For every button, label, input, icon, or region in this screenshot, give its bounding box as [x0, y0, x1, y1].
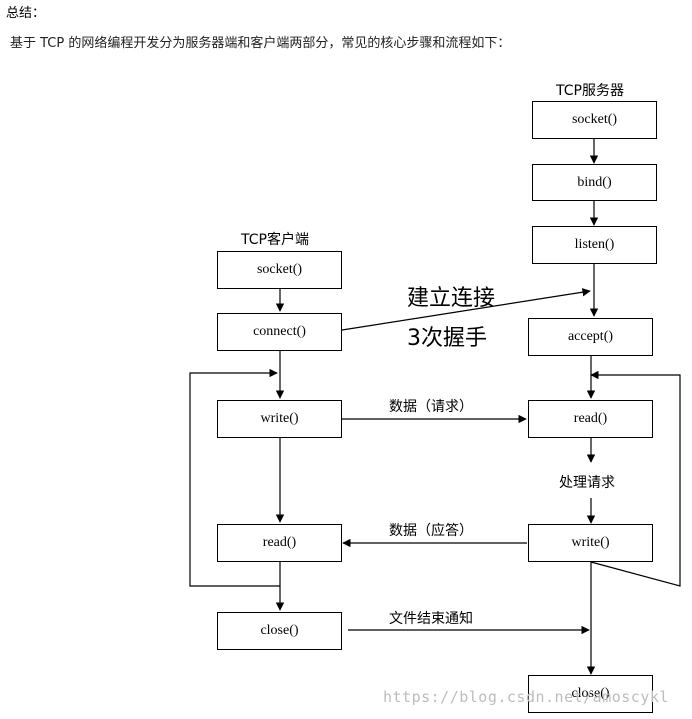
client-connect-box: connect(): [217, 313, 342, 351]
server-loop-line: [590, 370, 681, 587]
handshake-label-1: 建立连接: [407, 286, 496, 311]
heading: 总结：: [6, 6, 46, 21]
server-title: TCP服务器: [556, 83, 624, 99]
server-listen-box: listen(): [532, 226, 657, 264]
request-label: 数据（请求）: [389, 399, 473, 415]
handshake-label-2: 3次握手: [407, 326, 487, 351]
server-socket-box: socket(): [532, 101, 657, 139]
eof-label: 文件结束通知: [389, 611, 473, 627]
client-close-box: close(): [217, 612, 342, 650]
arrow-connect-handshake: [341, 288, 591, 331]
client-socket-box: socket(): [217, 251, 342, 289]
intro-text: 基于 TCP 的网络编程开发分为服务器端和客户端两部分，常见的核心步骤和流程如下…: [10, 36, 511, 51]
server-accept-box: accept(): [528, 318, 653, 356]
server-close-box: close(): [528, 675, 653, 713]
client-title: TCP客户端: [241, 232, 309, 248]
watermark: https://blog.csdn.net/amoscykl: [383, 688, 669, 706]
client-write-box: write(): [217, 400, 342, 438]
client-loop-line: [189, 368, 280, 587]
server-process-label: 处理请求: [559, 475, 615, 491]
server-write-box: write(): [528, 524, 653, 562]
server-bind-box: bind(): [532, 164, 657, 201]
response-label: 数据（应答）: [389, 523, 473, 539]
client-read-box: read(): [217, 524, 342, 562]
server-read-box: read(): [528, 400, 653, 438]
